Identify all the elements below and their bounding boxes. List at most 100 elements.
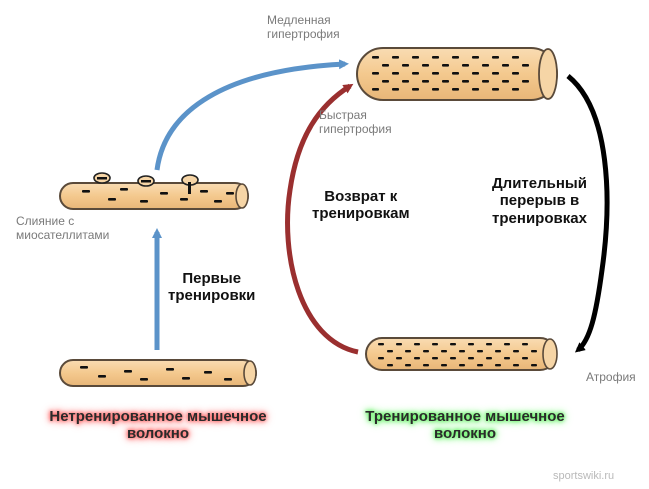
myonucleus xyxy=(396,343,402,345)
myonucleus xyxy=(412,88,419,91)
myonucleus xyxy=(432,88,439,91)
myonucleus xyxy=(492,72,499,75)
myonucleus xyxy=(405,364,411,366)
myonucleus xyxy=(200,190,208,193)
myonucleus xyxy=(396,357,402,359)
myonucleus xyxy=(392,88,399,91)
myonucleus xyxy=(387,350,393,352)
myonucleus xyxy=(472,88,479,91)
myonucleus xyxy=(502,80,509,83)
myonucleus xyxy=(108,198,116,201)
myonucleus xyxy=(214,200,222,203)
myonucleus xyxy=(472,72,479,75)
myonucleus xyxy=(226,192,234,195)
myonucleus xyxy=(462,80,469,83)
watermark: sportswiki.ru xyxy=(553,470,614,483)
myonucleus xyxy=(160,192,168,195)
myonucleus xyxy=(414,357,420,359)
myonucleus xyxy=(472,56,479,59)
myonucleus xyxy=(140,200,148,203)
myonucleus xyxy=(512,56,519,59)
myonucleus xyxy=(495,350,501,352)
myonucleus xyxy=(372,56,379,59)
myonucleus xyxy=(450,343,456,345)
myonucleus xyxy=(402,80,409,83)
label-trained-fiber: Тренированное мышечное волокно xyxy=(355,408,575,443)
label-long-break: Длительный перерыв в тренировках xyxy=(492,175,587,227)
myonucleus xyxy=(120,188,128,191)
myonucleus xyxy=(442,64,449,67)
myonucleus xyxy=(432,357,438,359)
myonucleus xyxy=(468,343,474,345)
myonucleus xyxy=(412,56,419,59)
myonucleus xyxy=(482,64,489,67)
myonucleus xyxy=(422,80,429,83)
label-first-trainings: Первые тренировки xyxy=(168,270,255,305)
myonucleus xyxy=(502,64,509,67)
myonucleus xyxy=(382,64,389,67)
myonucleus xyxy=(405,350,411,352)
myonucleus xyxy=(459,350,465,352)
myonucleus xyxy=(522,80,529,83)
myonucleus xyxy=(432,72,439,75)
myonucleus xyxy=(450,357,456,359)
myonucleus xyxy=(486,343,492,345)
fiber-middle xyxy=(60,173,248,209)
myonucleus xyxy=(452,56,459,59)
myonucleus xyxy=(442,80,449,83)
myonucleus xyxy=(124,370,132,373)
myonucleus xyxy=(452,72,459,75)
myonucleus xyxy=(459,364,465,366)
label-fast-hypertrophy: Быстрая гипертрофия xyxy=(319,109,392,137)
myonucleus xyxy=(224,378,232,381)
myonucleus xyxy=(423,364,429,366)
myonucleus xyxy=(402,64,409,67)
myonucleus xyxy=(513,350,519,352)
label-slow-hypertrophy: Медленная гипертрофия xyxy=(267,14,340,42)
myonucleus xyxy=(531,350,537,352)
myonucleus xyxy=(512,72,519,75)
myonucleus xyxy=(82,190,90,193)
label-return-training: Возврат к тренировкам xyxy=(312,188,410,223)
myonucleus xyxy=(477,364,483,366)
label-untrained-fiber: Нетренированное мышечное волокно xyxy=(38,408,278,443)
myonucleus xyxy=(512,88,519,91)
myonucleus xyxy=(392,56,399,59)
fiber-untrained xyxy=(60,360,256,386)
myonucleus xyxy=(504,343,510,345)
fiber-trained xyxy=(366,338,557,370)
fiber-top xyxy=(357,48,557,100)
label-atrophy: Атрофия xyxy=(586,371,636,385)
myonucleus xyxy=(441,364,447,366)
myonucleus xyxy=(372,88,379,91)
myonucleus xyxy=(412,72,419,75)
myonucleus xyxy=(522,343,528,345)
myonucleus xyxy=(422,64,429,67)
myonucleus xyxy=(204,371,212,374)
myonucleus xyxy=(522,357,528,359)
myonucleus xyxy=(492,56,499,59)
myonucleus xyxy=(423,350,429,352)
myonucleus xyxy=(492,88,499,91)
myonucleus xyxy=(432,343,438,345)
myonucleus xyxy=(414,343,420,345)
myonucleus xyxy=(482,80,489,83)
myonucleus xyxy=(182,377,190,380)
myonucleus xyxy=(513,364,519,366)
myonucleus xyxy=(495,364,501,366)
myonucleus xyxy=(140,378,148,381)
myonucleus xyxy=(166,368,174,371)
myonucleus xyxy=(477,350,483,352)
myonucleus xyxy=(486,357,492,359)
myonucleus xyxy=(452,88,459,91)
myonucleus xyxy=(531,364,537,366)
myonucleus xyxy=(180,198,188,201)
myonucleus xyxy=(462,64,469,67)
myonucleus xyxy=(392,72,399,75)
myonucleus xyxy=(522,64,529,67)
myonucleus xyxy=(378,343,384,345)
myonucleus xyxy=(378,357,384,359)
myonucleus xyxy=(432,56,439,59)
myonucleus xyxy=(387,364,393,366)
